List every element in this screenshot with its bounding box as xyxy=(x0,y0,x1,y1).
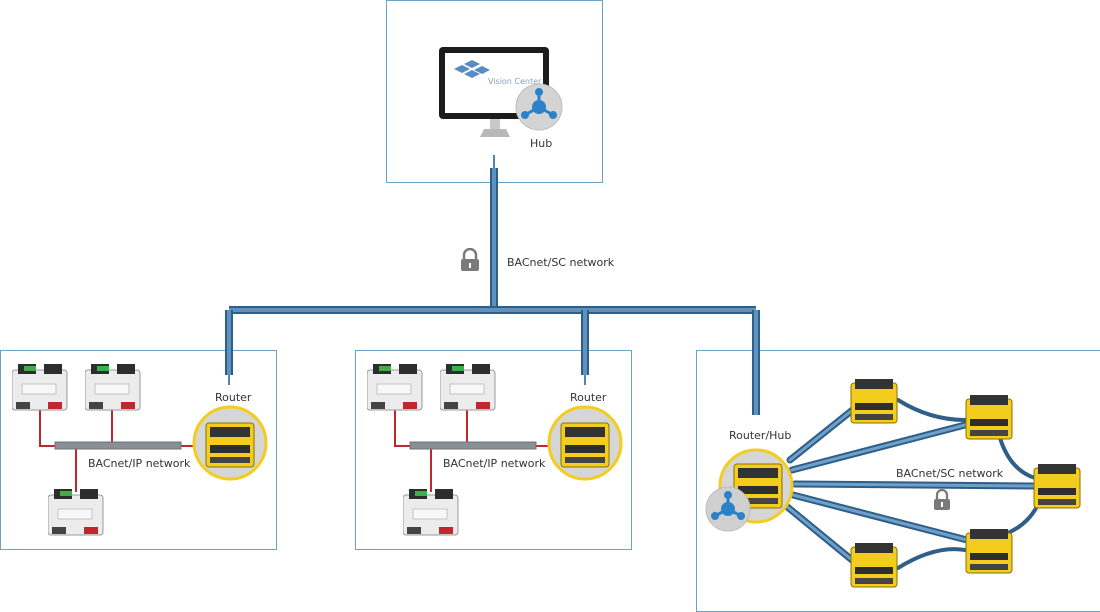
ip-network-label: BACnet/IP network xyxy=(443,457,546,470)
router-hub-label: Router/Hub xyxy=(729,429,792,442)
controller-icon xyxy=(403,489,459,536)
controller-icon xyxy=(12,364,68,411)
router-icon xyxy=(192,405,268,481)
controller-icon xyxy=(1033,464,1081,509)
router-label: Router xyxy=(570,391,607,404)
router-icon xyxy=(547,405,623,481)
controller-icon xyxy=(367,364,423,411)
hub-label: Hub xyxy=(530,137,553,150)
controller-icon xyxy=(440,364,496,411)
controller-icon xyxy=(850,543,898,588)
controller-icon xyxy=(850,379,898,424)
sc-network-label: BACnet/SC network xyxy=(896,467,1004,480)
lock-icon xyxy=(461,248,479,271)
hub-icon xyxy=(515,83,563,131)
router-label: Router xyxy=(215,391,252,404)
vision-center-label: Vision Center xyxy=(488,77,542,86)
ip-site-1-wiring xyxy=(39,410,205,492)
controller-icon xyxy=(48,489,104,536)
sc-links xyxy=(781,398,1042,570)
controller-icon xyxy=(965,395,1013,440)
ip-network-label: BACnet/IP network xyxy=(88,457,191,470)
backbone-pipe xyxy=(225,155,760,415)
lock-icon xyxy=(934,489,950,510)
ip-site-2-wiring xyxy=(394,410,560,492)
hub-icon xyxy=(705,486,751,532)
backbone-label: BACnet/SC network xyxy=(507,256,615,269)
controller-icon xyxy=(965,529,1013,574)
controller-icon xyxy=(85,364,141,411)
